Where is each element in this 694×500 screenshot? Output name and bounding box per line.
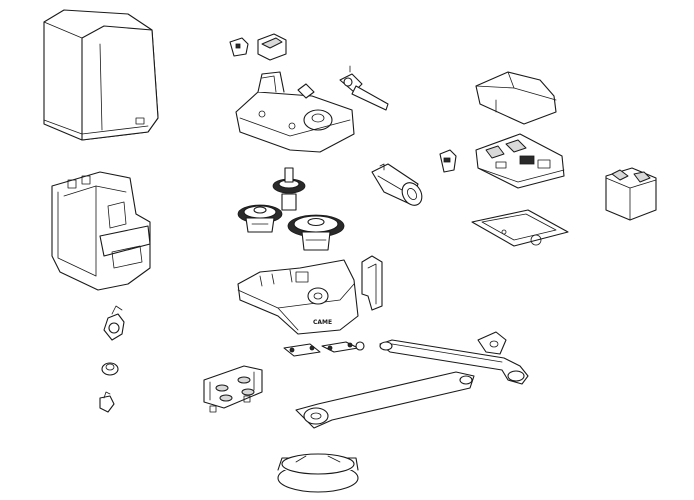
- control-board-cover: [475, 71, 557, 125]
- arm-bracket: [477, 331, 507, 355]
- limit-switch-shaft: [339, 65, 389, 111]
- release-key: [99, 391, 115, 413]
- straight-arm: [295, 371, 475, 429]
- output-gear: [287, 214, 345, 251]
- base-cup: [277, 453, 359, 493]
- transmission-pinion: [272, 167, 306, 211]
- release-knob: [101, 362, 119, 376]
- primary-gear: [237, 204, 283, 233]
- control-board: [475, 133, 565, 189]
- transformer: [605, 167, 657, 221]
- electronic-board-mount: [471, 209, 569, 247]
- connector-terminal: [439, 149, 457, 173]
- motor-cover: [43, 9, 159, 141]
- fuse-holder: [257, 33, 287, 61]
- small-connector: [229, 37, 249, 57]
- end-stop-bracket: [361, 255, 383, 311]
- electric-motor: [371, 163, 423, 206]
- release-lever: [103, 305, 125, 341]
- gearbox-lower-housing: CAME: [237, 259, 359, 335]
- manufacturer-logo: CAME: [313, 319, 332, 326]
- gearbox-upper-housing: [235, 71, 355, 153]
- mounting-plate: [203, 365, 263, 413]
- gearmotor-frame: [51, 171, 151, 291]
- curved-arm: [379, 339, 529, 385]
- chain-links: [283, 341, 365, 357]
